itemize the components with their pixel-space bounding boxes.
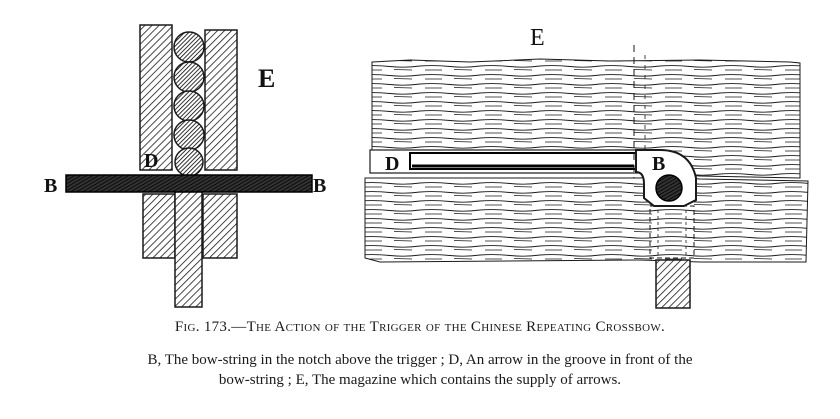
caption-dash: —: [231, 319, 247, 335]
lower-left-block: [142, 193, 176, 259]
bow-string-cross-section: [655, 174, 683, 202]
lower-stock: [364, 175, 809, 263]
trigger: [174, 184, 203, 308]
arrow-stack: [173, 31, 205, 177]
lower-right-block: [202, 193, 238, 259]
label-arrow-d: D: [385, 153, 399, 175]
crossbow-trigger-figure: E D B B E D B: [44, 24, 809, 309]
figure-title: The Action of the Trigger of the Chinese…: [246, 319, 666, 335]
arrow-cross-section: [173, 31, 205, 63]
bow-string: [65, 174, 313, 193]
label-string-b-right: B: [313, 175, 326, 197]
arrow-cross-section: [173, 119, 205, 151]
legend-line-2: bow-string ; E, The magazine which conta…: [218, 372, 622, 388]
arrow-cross-section: [173, 61, 205, 93]
arrow-cross-section: [174, 147, 204, 177]
label-string-b-left: B: [44, 175, 57, 197]
right-diagram: E D B: [364, 25, 809, 309]
left-diagram: E D B B: [44, 24, 326, 308]
label-magazine-e: E: [530, 25, 545, 51]
figure-number: Fig. 173.: [174, 319, 232, 335]
figure-caption: Fig. 173.—The Action of the Trigger of t…: [0, 319, 840, 336]
label-string-b: B: [652, 153, 665, 175]
trigger: [655, 259, 691, 309]
label-arrow-d: D: [144, 150, 158, 172]
legend-line-1: B, The bow-string in the notch above the…: [147, 352, 693, 368]
label-magazine-e: E: [258, 64, 275, 93]
magazine-right-wall: [204, 29, 238, 171]
magazine-left-wall: [139, 24, 173, 171]
arrow-cross-section: [173, 90, 205, 122]
